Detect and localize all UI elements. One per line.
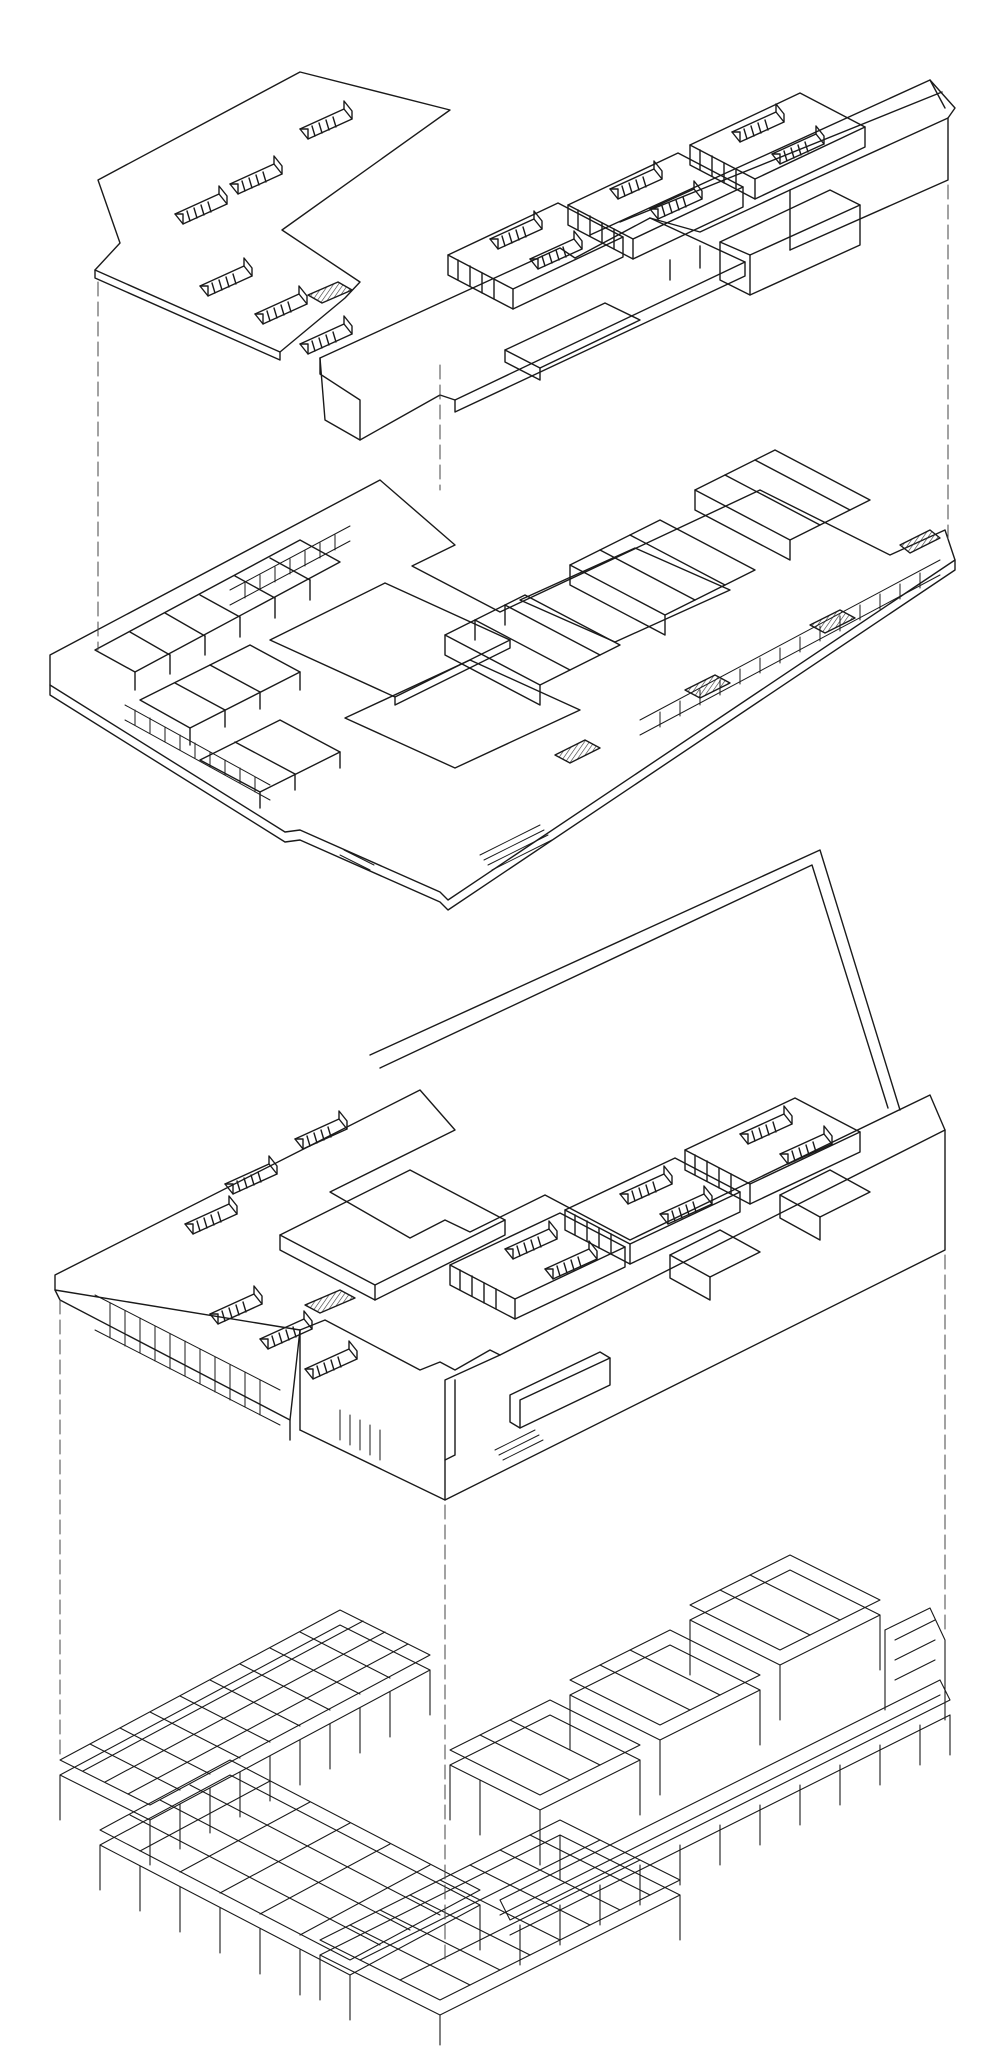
skylight xyxy=(649,180,703,220)
alignment-guides xyxy=(60,185,948,1960)
skylight xyxy=(224,1155,278,1195)
skylight xyxy=(254,285,308,325)
stair xyxy=(900,530,940,553)
stair xyxy=(810,610,855,633)
skylight xyxy=(731,103,785,143)
structural-frame-west xyxy=(60,1610,430,1865)
structural-pavilion-frames xyxy=(450,1555,880,1865)
glazed-facade-west xyxy=(95,1295,280,1425)
envelope-outline xyxy=(370,850,900,1110)
skylight xyxy=(299,315,353,355)
skylight xyxy=(259,1310,313,1350)
structural-frame-southwest xyxy=(100,1760,480,2020)
massing-pavilion xyxy=(564,1157,741,1265)
skylight xyxy=(229,155,283,195)
skylight xyxy=(609,160,663,200)
structural-frame-east-bar xyxy=(500,1608,950,1965)
structural-frame-central xyxy=(320,1820,680,2045)
skylight xyxy=(199,257,253,297)
glazed-corridor-west xyxy=(125,526,350,800)
structure-layer xyxy=(60,1555,950,2045)
skylight xyxy=(294,1110,348,1150)
skylight xyxy=(529,230,583,270)
skylight xyxy=(304,1340,358,1380)
skylight xyxy=(299,100,353,140)
massing-pavilion xyxy=(684,1097,861,1205)
roof-slab-west xyxy=(95,72,450,352)
skylight xyxy=(174,185,228,225)
west-wing-rooms xyxy=(95,540,340,808)
roof-layer xyxy=(95,72,955,440)
roof-stair-hatch xyxy=(308,282,352,303)
central-classrooms xyxy=(445,450,870,705)
floor-plan-layer xyxy=(50,450,955,910)
stair xyxy=(555,740,600,763)
skylight xyxy=(489,210,543,250)
massing-layer xyxy=(55,850,945,1500)
skylight xyxy=(184,1195,238,1235)
floor-slab-outline xyxy=(50,480,955,900)
skylight xyxy=(209,1285,263,1325)
massing-stair-hatch xyxy=(305,1290,355,1313)
roof-slab-central xyxy=(320,218,745,440)
stair xyxy=(685,675,730,698)
massing-roof xyxy=(55,1090,945,1370)
